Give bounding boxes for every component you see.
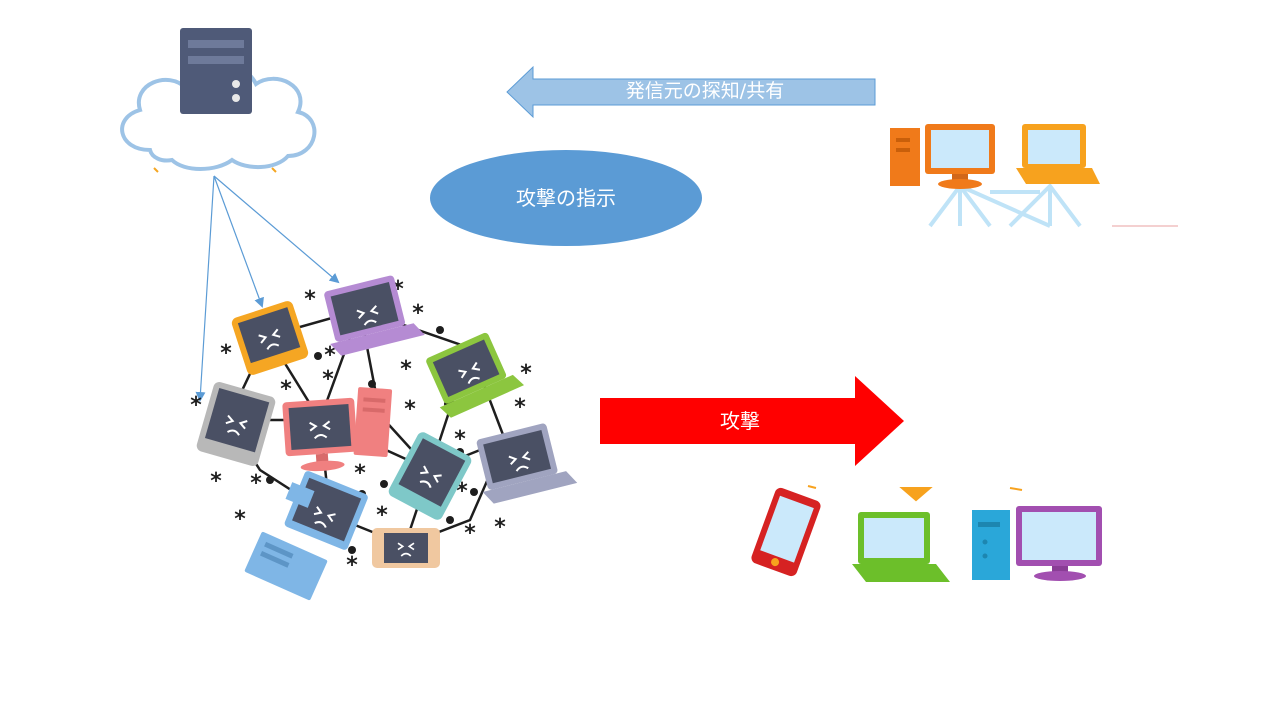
svg-text:*: *: [400, 357, 412, 382]
server-icon: [180, 28, 252, 114]
desktop-tower: [890, 128, 920, 186]
server-light: [232, 80, 240, 88]
command-ellipse: [430, 150, 702, 246]
infected-desktop-icon: [282, 397, 358, 472]
command-ellipse-label: 攻撃の指示: [516, 186, 616, 210]
server-slot: [188, 56, 244, 64]
svg-text:*: *: [404, 397, 416, 422]
infected-tower-icon: [244, 531, 328, 601]
attack-arrow-label: 攻撃: [720, 409, 760, 433]
infected-tablet-icon: [196, 381, 276, 467]
svg-text:*: *: [324, 343, 336, 368]
infected-tower-icon: [353, 387, 393, 458]
svg-text:*: *: [346, 553, 358, 578]
svg-text:*: *: [354, 461, 366, 486]
infected-smartphone-icon: [372, 528, 440, 568]
svg-text:*: *: [412, 301, 424, 326]
svg-text:*: *: [304, 287, 316, 312]
botnet-infected-computers-icon: *** *** *** *** *** *** *** *: [190, 275, 578, 601]
svg-text:*: *: [190, 393, 202, 418]
command-lines: [195, 175, 340, 402]
attack-arrow: [600, 376, 904, 466]
command-line: [213, 175, 264, 308]
svg-text:*: *: [322, 367, 334, 392]
cloud-shape: [120, 63, 317, 171]
command-line: [213, 175, 340, 284]
command-line: [195, 175, 215, 402]
svg-text:*: *: [464, 521, 476, 546]
smartphone-icon: [751, 487, 821, 577]
svg-text:*: *: [280, 377, 292, 402]
laptop-icon: [852, 512, 950, 582]
cloud-server-icon: [120, 28, 317, 173]
infected-smartphone-icon: [231, 301, 309, 375]
svg-text:*: *: [494, 515, 506, 540]
server-light: [232, 94, 240, 102]
infected-laptop-icon: [476, 423, 578, 504]
desktop-computer-icon: [972, 506, 1102, 581]
svg-text:*: *: [210, 469, 222, 494]
infected-laptop-icon: [426, 332, 525, 418]
svg-text:*: *: [520, 361, 532, 386]
victim-devices: [751, 485, 1102, 582]
network-lines: [928, 182, 1082, 228]
svg-text:*: *: [454, 427, 466, 452]
share-arrow-label: 発信元の探知/共有: [625, 80, 785, 102]
svg-text:*: *: [376, 503, 388, 528]
svg-text:*: *: [250, 471, 262, 496]
svg-text:*: *: [220, 341, 232, 366]
networked-computers-icon: [890, 124, 1178, 228]
share-arrow: [506, 65, 876, 119]
server-slot: [188, 40, 244, 48]
infected-tablet-icon: [388, 432, 472, 520]
svg-text:*: *: [514, 395, 526, 420]
svg-text:*: *: [456, 479, 468, 504]
infected-laptop-icon: [324, 275, 425, 356]
svg-text:*: *: [234, 507, 246, 532]
virus-asterisks: *** *** *** *** *** *** *** *: [190, 277, 532, 578]
